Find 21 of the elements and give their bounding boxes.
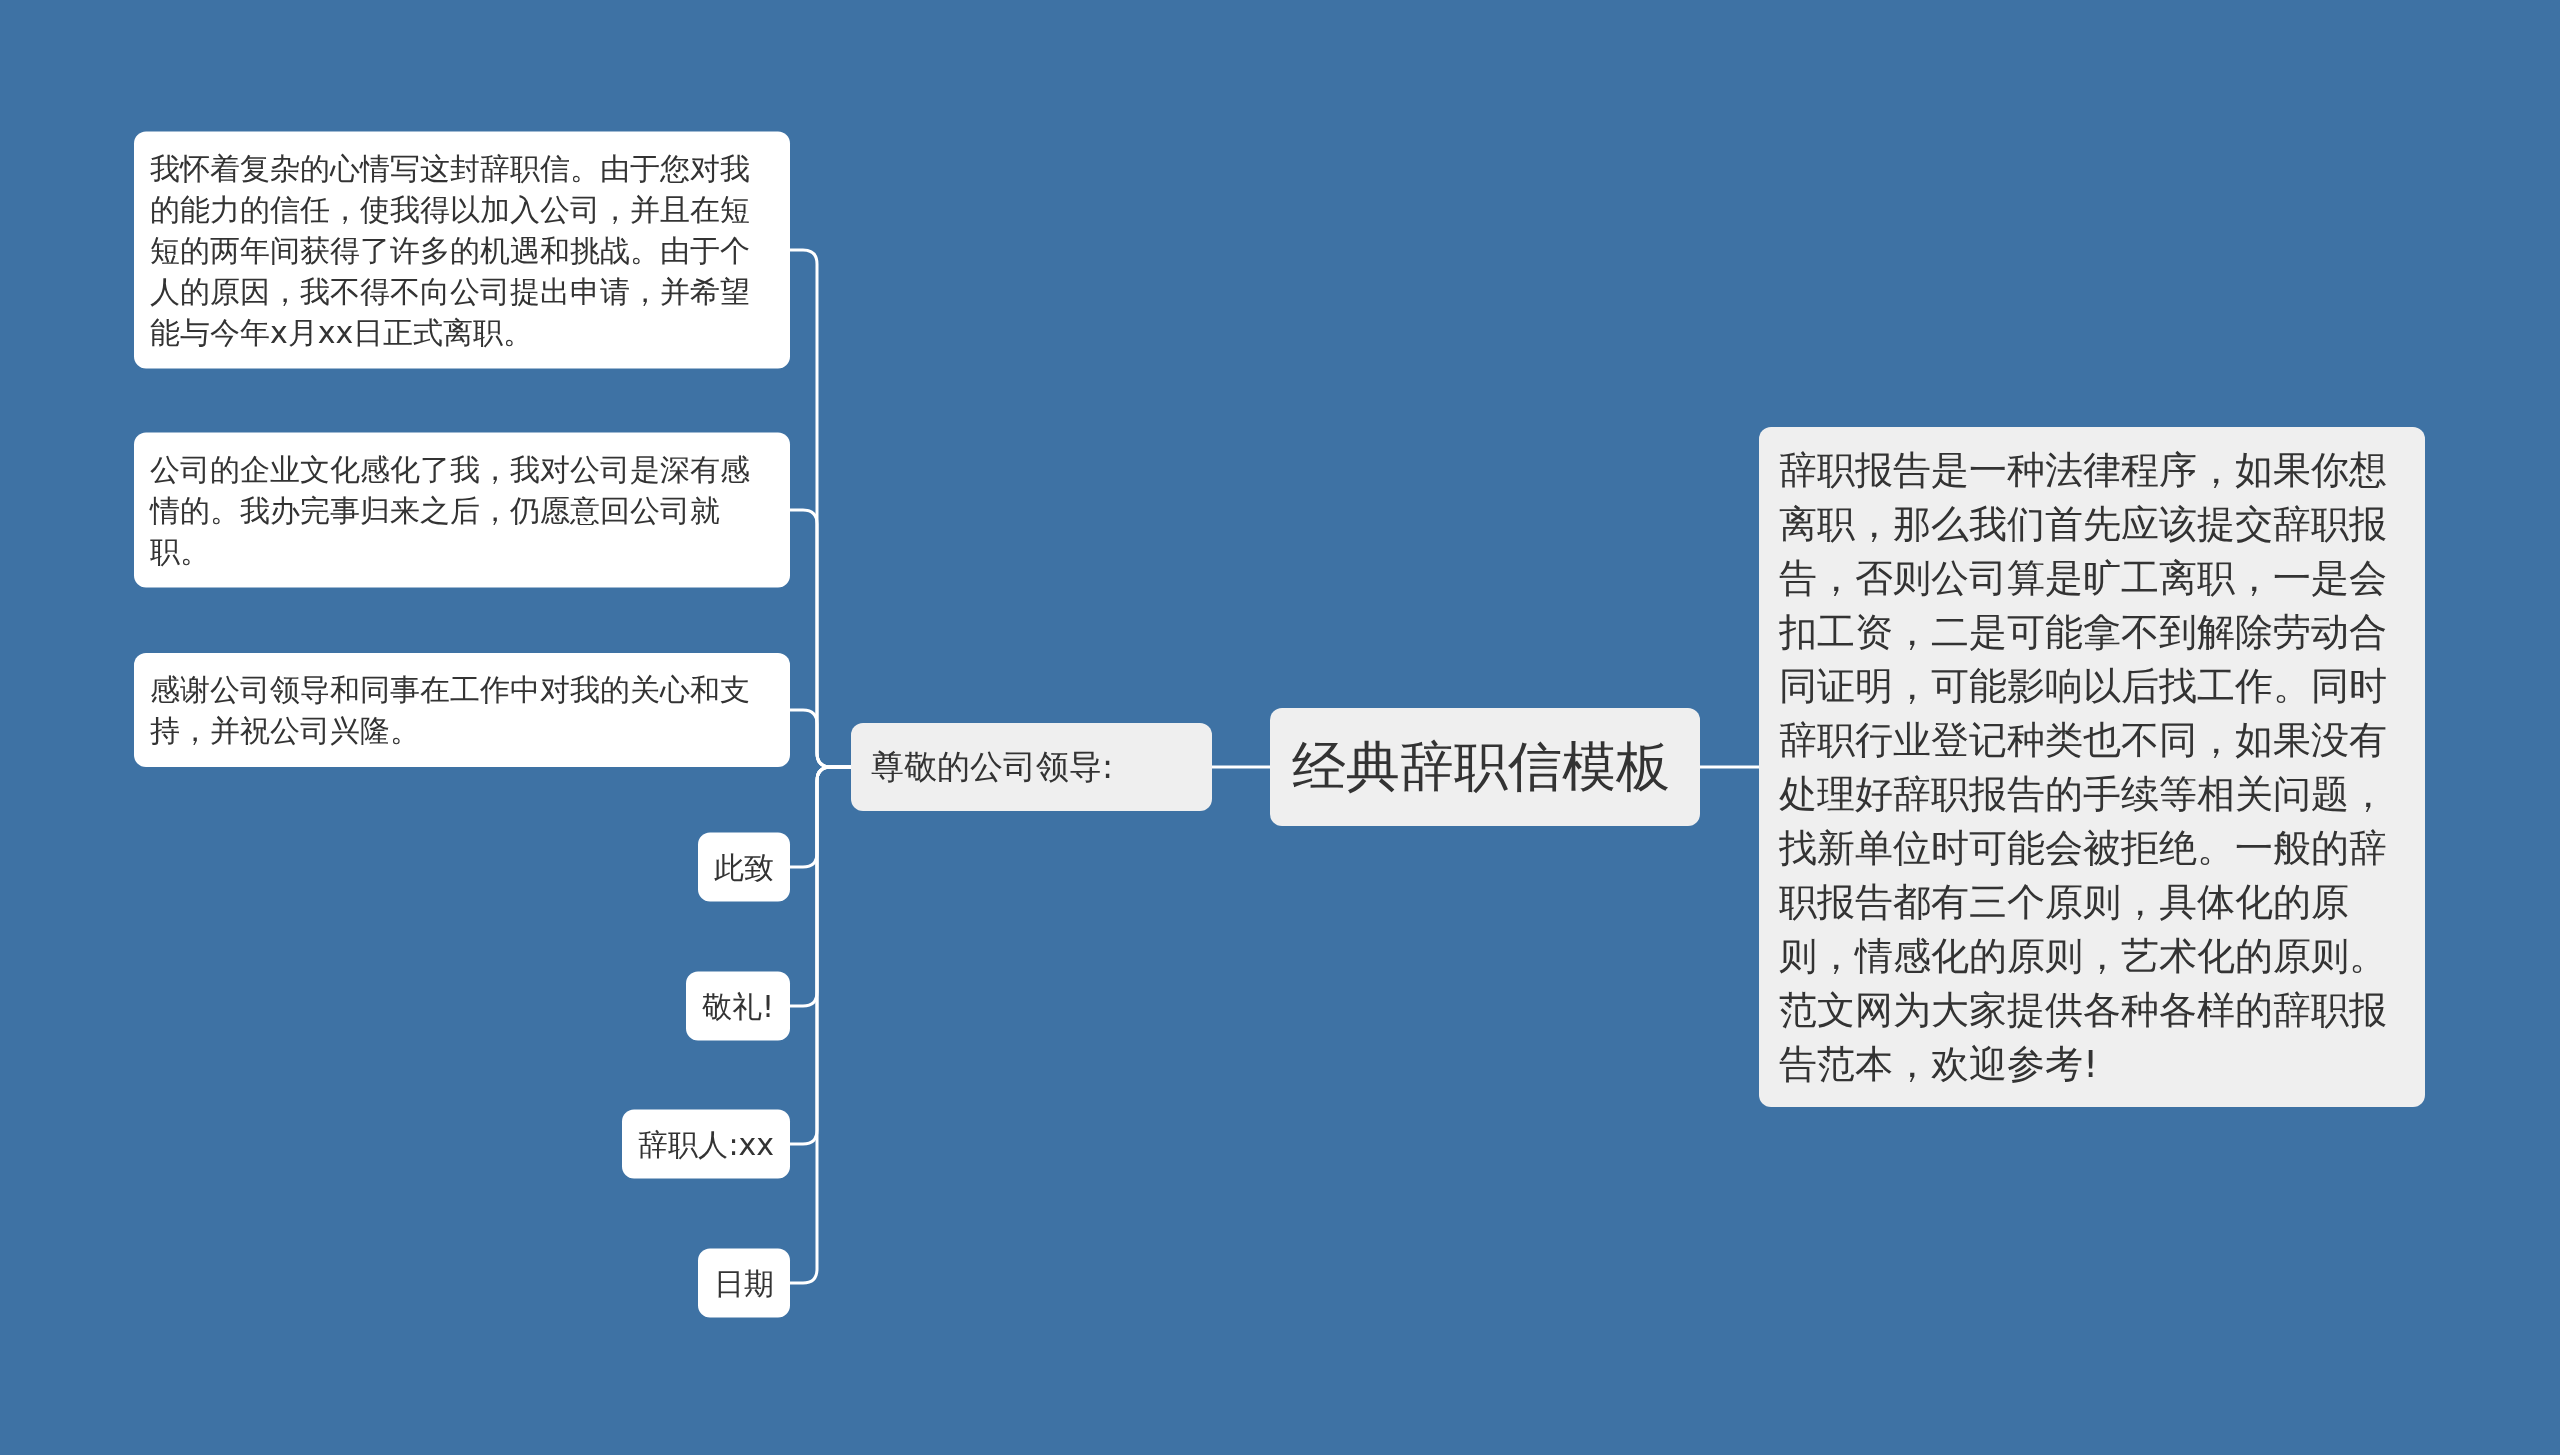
subtopic-box [134, 653, 790, 767]
subtopic-box [134, 131, 790, 369]
connector-line [1212, 765, 1270, 769]
node-text: 辞职报告是一种法律程序，如果你想离职，那么我们首先应该提交辞职报告，否则公司算是旷工离职，一是会扣工资，二是可能拿不到解除劳动合同证明，可能影响以后找工作。同时辞职行业登记种类也不同，如果没有处理好辞职报告的手续等相关问题，找新单位时可能会被拒绝。一般的辞职报告都有三个原则，具体化的原则，情感化的原则，艺术化的原则。范文网为大家提供各种各样的辞职报告范本，欢迎参考! [1779, 447, 2388, 1088]
node-text: 经典辞职信模板 [1292, 734, 1671, 800]
node-text: 日期 [714, 1264, 774, 1303]
node-text: 此致 [714, 848, 774, 887]
subtopic-box [698, 832, 790, 902]
subtopic-box [698, 1248, 790, 1318]
node-text: 辞职人:xx [638, 1125, 774, 1164]
node-text: 尊敬的公司领导: [871, 746, 1115, 788]
node-text: 感谢公司领导和同事在工作中对我的关心和支持，并祝公司兴隆。 [150, 671, 751, 750]
node-text: 公司的企业文化感化了我，我对公司是深有感情的。我办完事归来之后，仍愿意回公司就职。 [150, 450, 751, 571]
topic-box [851, 723, 1212, 811]
root-topic [1270, 708, 1700, 826]
subtopic-box [622, 1109, 790, 1179]
subtopic-box [134, 432, 790, 588]
node-text: 敬礼! [701, 987, 774, 1026]
subtopic-box [685, 971, 790, 1041]
connector-line [1700, 765, 1759, 769]
node-text: 我怀着复杂的心情写这封辞职信。由于您对我的能力的信任，使我得以加入公司，并且在短短的两年间获得了许多的机遇和挑战。由于个人的原因，我不得不向公司提出申请，并希望能与今年x月xx日正式离职。 [150, 149, 751, 352]
